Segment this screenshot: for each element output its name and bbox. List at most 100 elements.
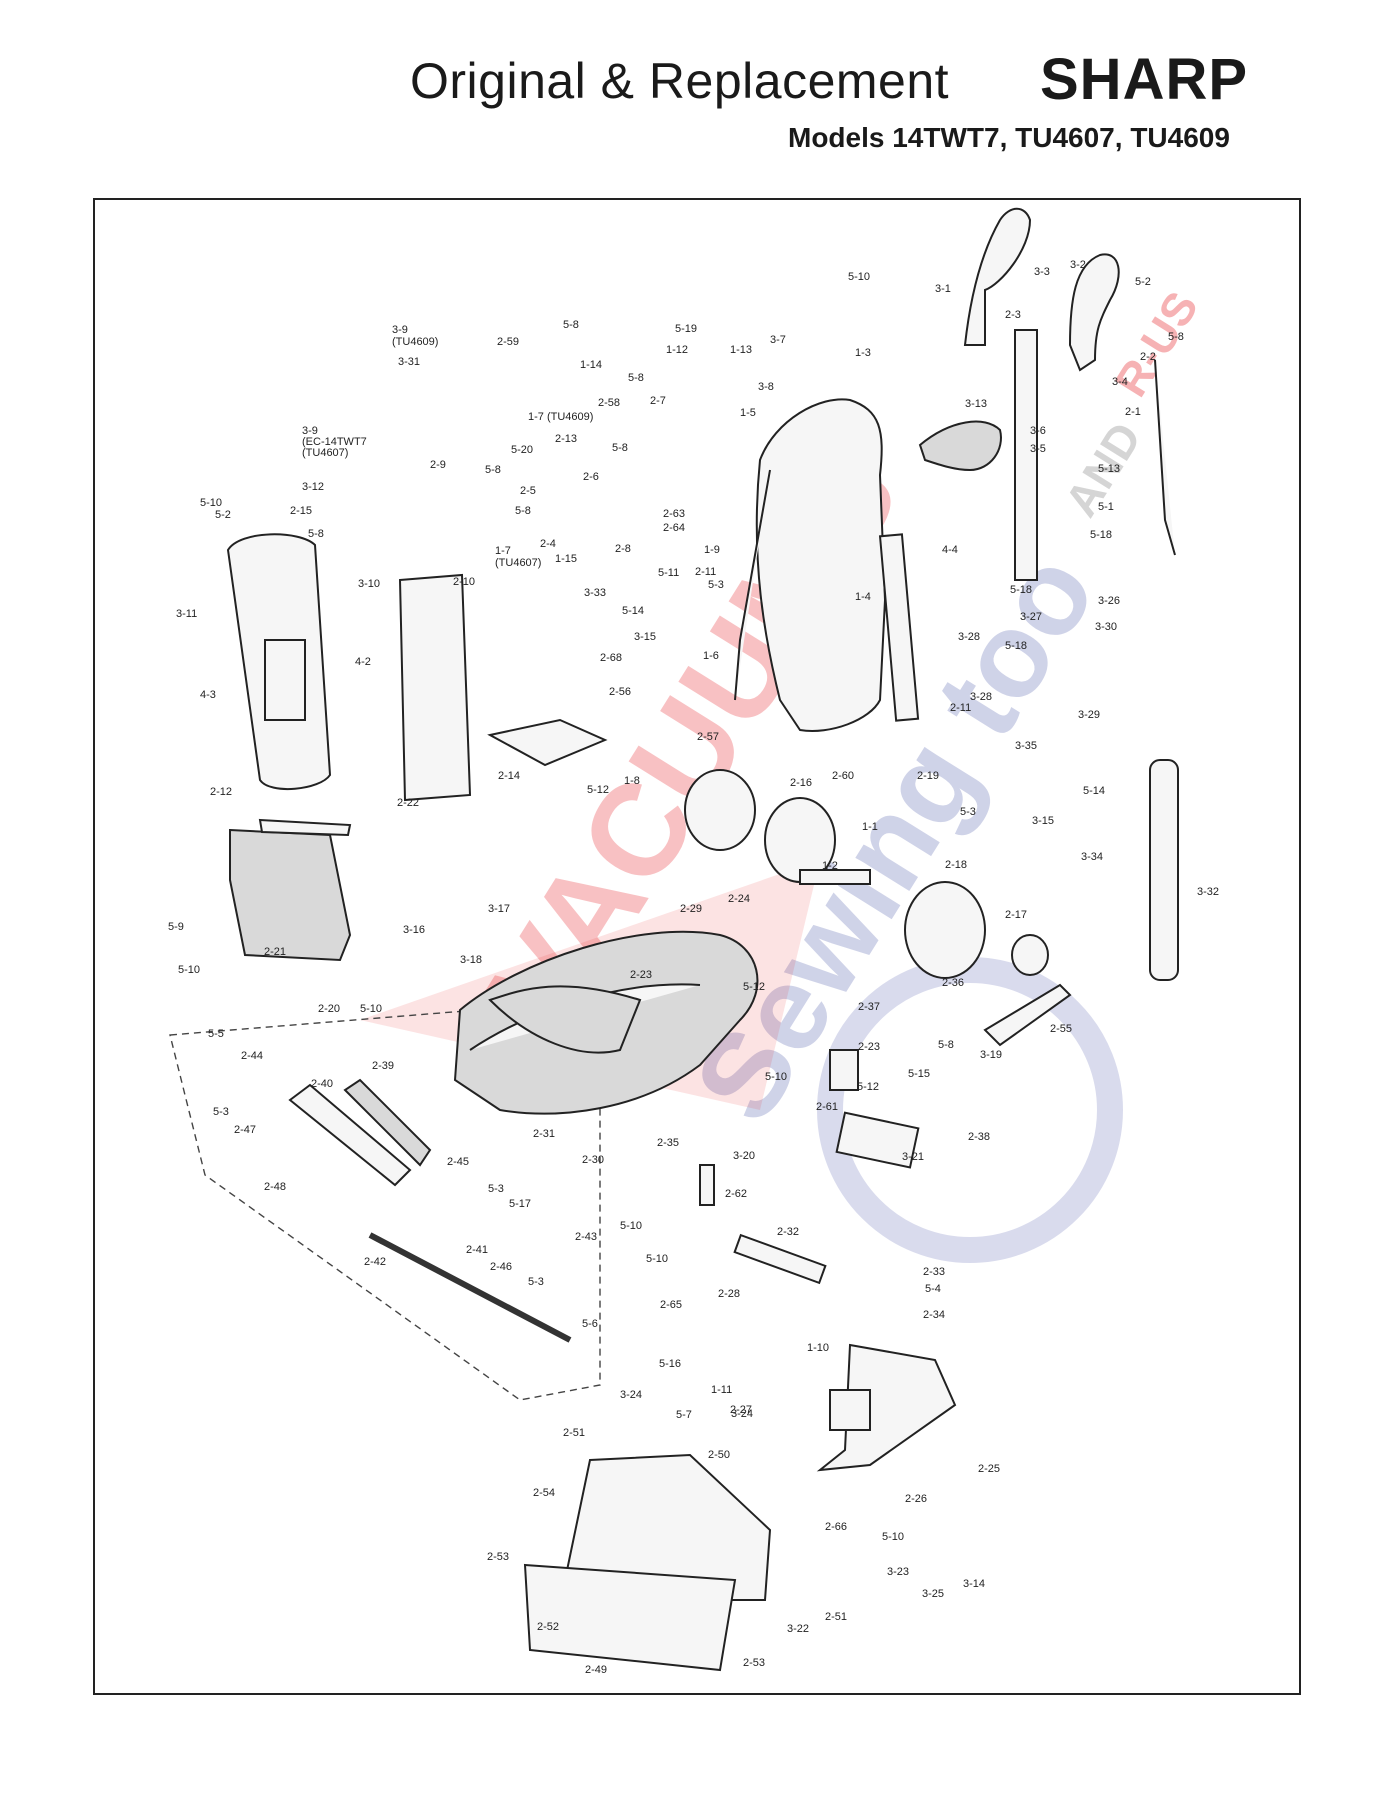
callout-label: 3-10 — [358, 578, 380, 590]
callout-label: 2-27 — [730, 1404, 752, 1416]
callout-label: 3-23 — [887, 1566, 909, 1578]
callout-label: 2-5 — [520, 485, 536, 497]
callout-label: 5-9 — [168, 921, 184, 933]
callout-label: 2-38 — [968, 1131, 990, 1143]
callout-label: 2-59 — [497, 336, 519, 348]
callout-label: 2-33 — [923, 1266, 945, 1278]
callout-label: 5-8 — [485, 464, 501, 476]
callout-labels: 5-103-13-33-25-25-82-32-23-42-15-193-71-… — [168, 259, 1219, 1676]
callout-label: 5-8 — [1168, 331, 1184, 343]
callout-label: 5-13 — [1098, 463, 1120, 475]
callout-label: 3-11 — [176, 608, 197, 620]
callout-label: 5-8 — [628, 372, 644, 384]
callout-label: 5-10 — [882, 1531, 904, 1543]
filter-housing — [229, 818, 352, 962]
callout-label: (TU4609) — [392, 336, 438, 348]
callout-label: 2-55 — [1050, 1023, 1072, 1035]
callout-label: 2-23 — [858, 1041, 880, 1053]
callout-label: 2-34 — [923, 1309, 945, 1321]
callout-label: 2-53 — [487, 1551, 509, 1563]
watermark-circle — [817, 957, 1123, 1263]
callout-label: 5-2 — [215, 509, 231, 521]
brushroll-assembly-box — [169, 999, 601, 1401]
callout-label: 2-52 — [537, 1621, 559, 1633]
callout-label: 2-40 — [311, 1078, 333, 1090]
callout-label: 4-3 — [200, 689, 216, 701]
callout-label: 2-51 — [825, 1611, 847, 1623]
callout-label: 5-17 — [509, 1198, 531, 1210]
belt — [983, 983, 1072, 1047]
callout-label: 5-8 — [563, 319, 579, 331]
callout-label: 2-39 — [372, 1060, 394, 1072]
callout-label: 2-65 — [660, 1299, 682, 1311]
nozzle-housing — [453, 930, 759, 1115]
callout-label: 5-14 — [1083, 785, 1105, 797]
callout-label: 2-60 — [832, 770, 854, 782]
callout-label: 2-56 — [609, 686, 631, 698]
motor-assembly — [684, 769, 1049, 979]
callout-label: 2-2 — [1140, 351, 1156, 363]
callout-label: 2-21 — [264, 946, 286, 958]
callout-label: 2-46 — [490, 1261, 512, 1273]
callout-label: 2-26 — [905, 1493, 927, 1505]
callout-label: 5-7 — [676, 1409, 692, 1421]
diagram-frame — [93, 198, 1301, 1695]
callout-label: 5-3 — [960, 806, 976, 818]
callout-label: 2-28 — [718, 1288, 740, 1300]
callout-label: 1-8 — [624, 775, 640, 787]
callout-label: 2-66 — [825, 1521, 847, 1533]
callout-label: 2-25 — [978, 1463, 1000, 1475]
callout-label: 3-8 — [758, 381, 774, 393]
callout-label: 5-10 — [178, 964, 200, 976]
callout-label: 2-58 — [598, 397, 620, 409]
callout-label: (EC-14TWT7 — [302, 436, 367, 448]
callout-label: 3-32 — [1197, 886, 1219, 898]
callout-label: 2-30 — [582, 1154, 604, 1166]
callout-label: 3-25 — [922, 1588, 944, 1600]
callout-label: 3-4 — [1112, 376, 1128, 388]
plate-part — [487, 718, 608, 767]
callout-label: 2-10 — [453, 576, 475, 588]
callout-label: 3-17 — [488, 903, 510, 915]
callout-label: 5-10 — [200, 497, 222, 509]
callout-label: 1-7 — [495, 545, 511, 557]
callout-label: 3-24 — [620, 1389, 642, 1401]
callout-label: 3-5 — [1030, 443, 1046, 455]
callout-label: 3-29 — [1078, 709, 1100, 721]
callout-label: 5-16 — [659, 1358, 681, 1370]
callout-label: 2-7 — [650, 395, 666, 407]
front-cover — [226, 533, 472, 802]
callout-label: 2-17 — [1005, 909, 1027, 921]
callout-label: 1-10 — [807, 1342, 829, 1354]
callout-label: 2-44 — [241, 1050, 263, 1062]
callout-label: 2-6 — [583, 471, 599, 483]
callout-label: 3-9 — [392, 324, 408, 336]
callout-label: 1-9 — [704, 544, 720, 556]
callout-label: 4-4 — [942, 544, 958, 556]
models-subtitle: Models 14TWT7, TU4607, TU4609 — [788, 122, 1230, 153]
callout-label: 3-12 — [302, 481, 324, 493]
callout-label: 2-18 — [945, 859, 967, 871]
callout-label: 1-4 — [855, 591, 871, 603]
callout-label: 5-10 — [360, 1003, 382, 1015]
callout-label: 5-6 — [582, 1318, 598, 1330]
callout-label: 2-64 — [663, 522, 685, 534]
callout-label: 3-33 — [584, 587, 606, 599]
callout-label: 2-22 — [397, 797, 419, 809]
callout-label: 2-15 — [290, 505, 312, 517]
callout-label: 2-35 — [657, 1137, 679, 1149]
callout-label: 2-50 — [708, 1449, 730, 1461]
handle-assembly — [963, 207, 1176, 581]
callout-label: 2-36 — [942, 977, 964, 989]
callout-label: 5-3 — [528, 1276, 544, 1288]
callout-label: 3-28 — [970, 691, 992, 703]
callout-label: 5-10 — [646, 1253, 668, 1265]
callout-label: 1-1 — [862, 821, 878, 833]
callout-label: 3-15 — [634, 631, 656, 643]
callout-label: 2-57 — [697, 731, 719, 743]
callout-label: 2-61 — [816, 1101, 838, 1113]
callout-label: 1-15 — [555, 553, 577, 565]
brushroll — [288, 1078, 572, 1343]
callout-label: 1-3 — [855, 347, 871, 359]
callout-label: 2-45 — [447, 1156, 469, 1168]
